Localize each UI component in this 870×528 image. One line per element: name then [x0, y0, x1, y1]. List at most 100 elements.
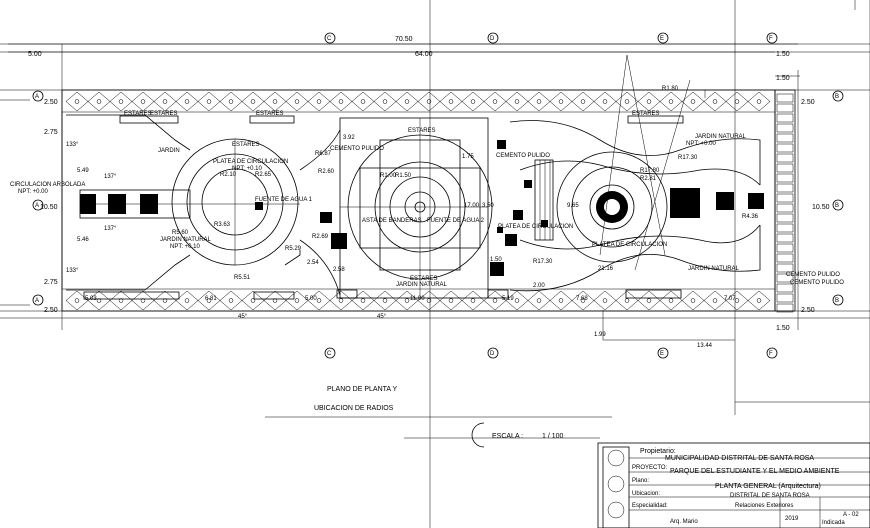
- svg-text:E: E: [660, 351, 664, 357]
- specialty-label: Especialidad:: [632, 503, 668, 509]
- hedge-shrub: [373, 290, 397, 311]
- hedge-shrub: [549, 91, 573, 112]
- planter-block: [320, 212, 332, 223]
- jardin-label: JARDIN: [158, 148, 180, 154]
- svg-text:5.19: 5.19: [502, 296, 514, 302]
- hedge-shrub: [351, 91, 375, 112]
- hedge-shrub: [593, 290, 617, 311]
- radius-label: R2.65: [255, 172, 272, 178]
- tree-symbol: [668, 99, 674, 104]
- tree-symbol: [184, 99, 190, 104]
- jardin-natural-3-label: JARDIN NATURAL: [695, 134, 747, 140]
- tree-symbol: [690, 99, 696, 104]
- perimeter-hedge-top: [65, 91, 771, 112]
- hedge-shrub: [197, 91, 221, 112]
- angle-annotations: 133° 137° 137° 133° 45° 45°: [66, 142, 387, 320]
- hedge-shrub: [219, 290, 243, 311]
- radius-label: R2.60: [318, 169, 335, 175]
- tree-symbol: [250, 99, 256, 104]
- tree-symbol: [536, 298, 542, 303]
- tree-symbol: [602, 99, 608, 104]
- tree-symbol: [338, 298, 344, 303]
- svg-text:B: B: [835, 298, 839, 304]
- paver-tile: [776, 233, 794, 243]
- hedge-shrub: [659, 91, 683, 112]
- axis-marker-left-bottom: A: [32, 294, 44, 306]
- svg-text:5.03: 5.03: [85, 296, 97, 302]
- paver-tile: [776, 173, 794, 183]
- estares-label: ESTARES: [256, 111, 284, 117]
- tree-symbol: [360, 298, 366, 303]
- cemento-pulido-2-label: CEMENTO PULIDO: [496, 153, 550, 159]
- radius-label: R17.30: [678, 155, 698, 161]
- circulacion-arbolada-label: CIRCULACION ARBOLADA: [10, 182, 85, 188]
- dim-label: 3.50: [482, 203, 494, 209]
- paver-tile: [776, 263, 794, 273]
- perimeter-hedge-bottom: [65, 290, 771, 311]
- planter-block: [513, 210, 523, 220]
- radius-label: R5.60: [172, 230, 189, 236]
- tree-symbol: [690, 298, 696, 303]
- dim-side-top: 2.50: [44, 99, 58, 106]
- sheet-number: A - 02: [843, 512, 859, 518]
- hedge-shrub: [395, 91, 419, 112]
- dim-label: 17.00: [464, 203, 480, 209]
- estares-label: ESTARES: [408, 128, 436, 134]
- paver-tile: [776, 273, 794, 283]
- svg-text:D: D: [490, 36, 495, 42]
- svg-text:C: C: [327, 36, 332, 42]
- tree-symbol: [734, 99, 740, 104]
- hedge-shrub: [307, 91, 331, 112]
- radius-label: R2.10: [220, 172, 237, 178]
- cemento-pulido-3-label: CEMENTO PULIDO: [786, 272, 840, 278]
- paver-tile: [776, 243, 794, 253]
- paver-tile: [776, 163, 794, 173]
- radius-label: R17.80: [640, 168, 660, 174]
- tree-symbol: [382, 99, 388, 104]
- tree-symbol: [492, 298, 498, 303]
- fuente-agua-2-label: FUENTE DE AGUA 2: [427, 218, 485, 224]
- planter-block: [108, 194, 126, 214]
- estares-label: ESTARES: [632, 111, 660, 117]
- plan-label: Plano:: [632, 478, 649, 484]
- dim-right: 1.50: [776, 51, 790, 58]
- planter-block: [331, 233, 347, 249]
- plan-title-line2: UBICACION DE RADIOS: [314, 405, 394, 412]
- svg-text:7.07: 7.07: [724, 296, 736, 302]
- site-outline: [61, 89, 796, 312]
- scale-label: ESCALA :: [492, 433, 523, 440]
- hedge-shrub: [65, 91, 89, 112]
- planter-block: [255, 202, 263, 210]
- paver-tile: [776, 203, 794, 213]
- paver-tile: [776, 303, 794, 313]
- tree-symbol: [426, 99, 432, 104]
- tree-symbol: [250, 298, 256, 303]
- tree-symbol: [96, 298, 102, 303]
- axis-marker-top-e: E: [657, 32, 669, 44]
- jardin-natural-2-label: JARDIN NATURAL: [396, 282, 448, 288]
- hedge-shrub: [153, 91, 177, 112]
- hedge-shrub: [439, 91, 463, 112]
- zone-center: [336, 117, 523, 299]
- hedge-shrub: [725, 91, 749, 112]
- tree-symbol: [162, 298, 168, 303]
- svg-text:45°: 45°: [377, 314, 387, 320]
- hedge-shrub: [637, 290, 661, 311]
- axis-marker-bottom-d: D: [487, 347, 499, 359]
- hedge-shrub: [439, 290, 463, 311]
- dim-width-left: 10.50: [40, 204, 58, 211]
- paver-tile: [776, 193, 794, 203]
- radius-label: R2.69: [312, 234, 329, 240]
- tree-symbol: [140, 99, 146, 104]
- planter-block: [80, 194, 96, 214]
- planter-block: [497, 227, 503, 233]
- hedge-shrub: [263, 290, 287, 311]
- axis-marker-bottom-c: C: [324, 347, 336, 359]
- hedge-shrub: [241, 290, 265, 311]
- svg-text:7.68: 7.68: [576, 296, 588, 302]
- jardin-natural-4-label: JARDIN NATURAL: [688, 266, 740, 272]
- hedge-shrub: [109, 290, 133, 311]
- cemento-pulido-4-label: CEMENTO PULIDO: [790, 280, 844, 286]
- dim-label: 3.92: [343, 135, 355, 141]
